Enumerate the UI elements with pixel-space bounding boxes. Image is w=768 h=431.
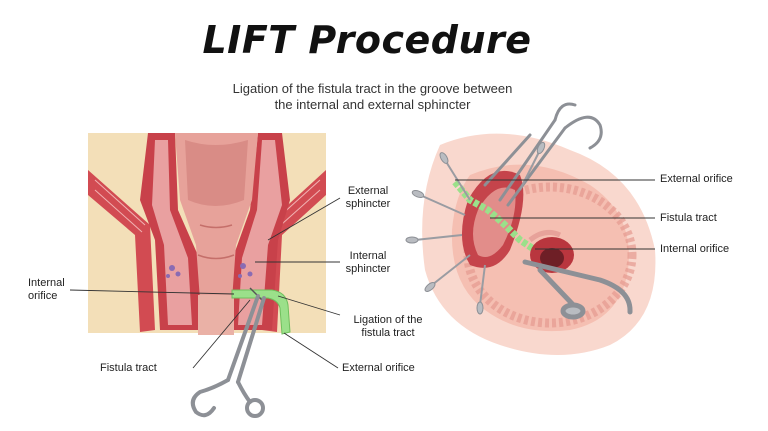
- label-fistula-tract-right: Fistula tract: [660, 212, 717, 224]
- fistula-tract-left: [231, 289, 291, 335]
- label-external-orifice-right: External orifice: [660, 173, 733, 185]
- label-internal-orifice-left-line2: orifice: [28, 290, 58, 302]
- page-title: LIFT Procedure: [202, 18, 532, 62]
- label-internal-orifice-right: Internal orifice: [660, 243, 730, 255]
- label-internal-sphincter-line2: sphincter: [345, 263, 391, 275]
- label-ligation-line1: Ligation of the: [353, 314, 423, 326]
- label-internal-sphincter-line1: Internal: [349, 250, 387, 262]
- subtitle: Ligation of the fistula tract in the gro…: [200, 81, 545, 113]
- left-anatomy-diagram: [88, 133, 326, 418]
- retractor: [522, 259, 633, 320]
- subtitle-line-2: the internal and external sphincter: [274, 97, 471, 112]
- label-external-sphincter-line2: sphincter: [345, 198, 391, 210]
- label-ligation-line2: fistula tract: [361, 327, 415, 339]
- right-anatomy-diagram: [405, 102, 656, 355]
- label-fistula-tract-left: Fistula tract: [100, 362, 157, 374]
- label-internal-sphincter: Internal sphincter: [340, 250, 396, 276]
- hemostat-instruments: [483, 102, 603, 207]
- stay-sutures: [414, 149, 541, 306]
- label-ligation-fistula-tract: Ligation of the fistula tract: [340, 314, 436, 340]
- label-internal-orifice-left-line1: Internal: [28, 277, 65, 289]
- leader-lines: [69, 179, 655, 369]
- label-external-sphincter: External sphincter: [340, 185, 396, 211]
- label-external-orifice-left: External orifice: [342, 362, 415, 374]
- forceps-left: [190, 294, 266, 418]
- label-external-sphincter-line1: External: [347, 185, 389, 197]
- label-internal-orifice-left: Internal orifice: [28, 277, 65, 303]
- subtitle-line-1: Ligation of the fistula tract in the gro…: [232, 81, 513, 96]
